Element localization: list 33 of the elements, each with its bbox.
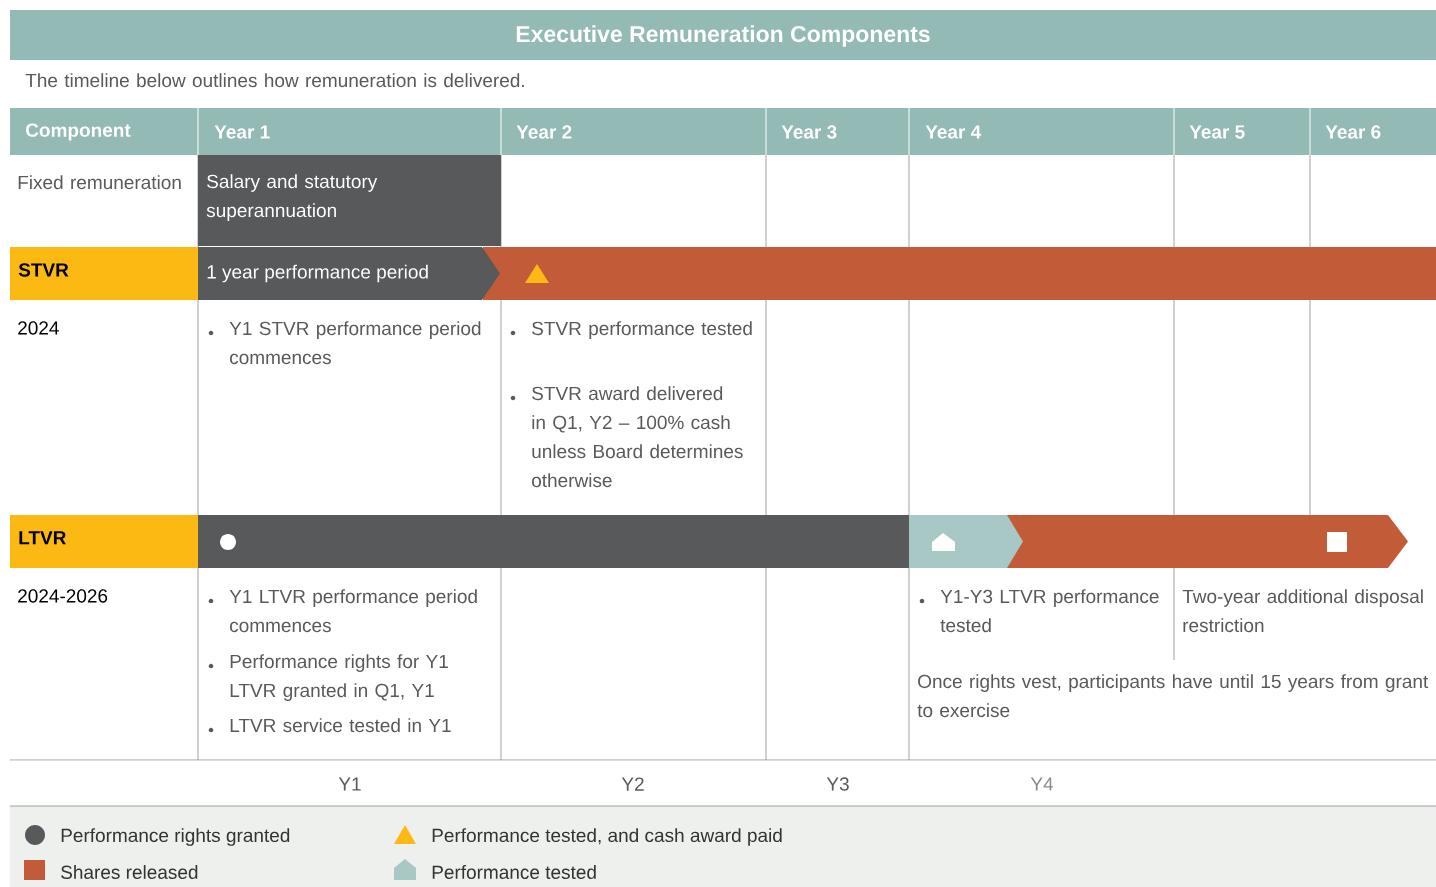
bullet-text: STVR performance tested bbox=[532, 321, 752, 339]
column-header: Component bbox=[26, 123, 131, 141]
row-label: 2024-2026 bbox=[18, 589, 108, 603]
node-label: Salary and statutory superannuation bbox=[206, 174, 378, 221]
row-label: 2024 bbox=[18, 321, 59, 335]
bullet-text: Y1 STVR performance period commences bbox=[229, 321, 481, 365]
row-header-box: LTVR bbox=[10, 515, 198, 568]
bullet-text: STVR award delivered in Q1, Y2 – 100% cash unless Board determines otherwise bbox=[532, 386, 743, 488]
row-header-box: STVR bbox=[10, 247, 198, 300]
legend-text: Shares released bbox=[61, 865, 198, 879]
legend-text: Performance tested, and cash award paid bbox=[432, 828, 782, 846]
bullet-text: Performance rights for Y1 LTVR granted in Q1, Y1 bbox=[230, 654, 448, 701]
bullet-text: Y1 LTVR performance period commences bbox=[229, 589, 477, 633]
bullet-text: LTVR service tested in Y1 bbox=[230, 718, 451, 733]
column-header: Year 3 bbox=[781, 125, 837, 139]
column-header: Year 5 bbox=[1189, 125, 1245, 139]
column-header: Year 4 bbox=[925, 125, 982, 139]
dark-box: Salary and statutory superannuation bbox=[198, 155, 501, 246]
year-label: Y3 bbox=[826, 777, 849, 791]
year-label: Y2 bbox=[621, 777, 644, 791]
note-text: Two-year additional disposal restriction bbox=[1182, 589, 1423, 633]
year-label: Y1 bbox=[338, 777, 361, 791]
legend-text: Performance tested bbox=[432, 865, 596, 879]
column-header: Year 2 bbox=[516, 125, 572, 139]
title-bar: Executive Remuneration Components bbox=[10, 10, 1436, 60]
column-header: Year 6 bbox=[1325, 125, 1381, 139]
node-label: 1 year performance period bbox=[207, 264, 428, 283]
note-text: Once rights vest, participants have until 15 years from grant to exercise bbox=[917, 674, 1429, 718]
chevron-box: 1 year performance period bbox=[198, 247, 500, 300]
bullet-text: Y1-Y3 LTVR performance tested bbox=[940, 589, 1159, 633]
legend-text: Performance rights granted bbox=[61, 828, 290, 846]
year-label: Y4 bbox=[1030, 777, 1054, 791]
subtitle: The timeline below outlines how remuneration is delivered. bbox=[25, 73, 524, 88]
